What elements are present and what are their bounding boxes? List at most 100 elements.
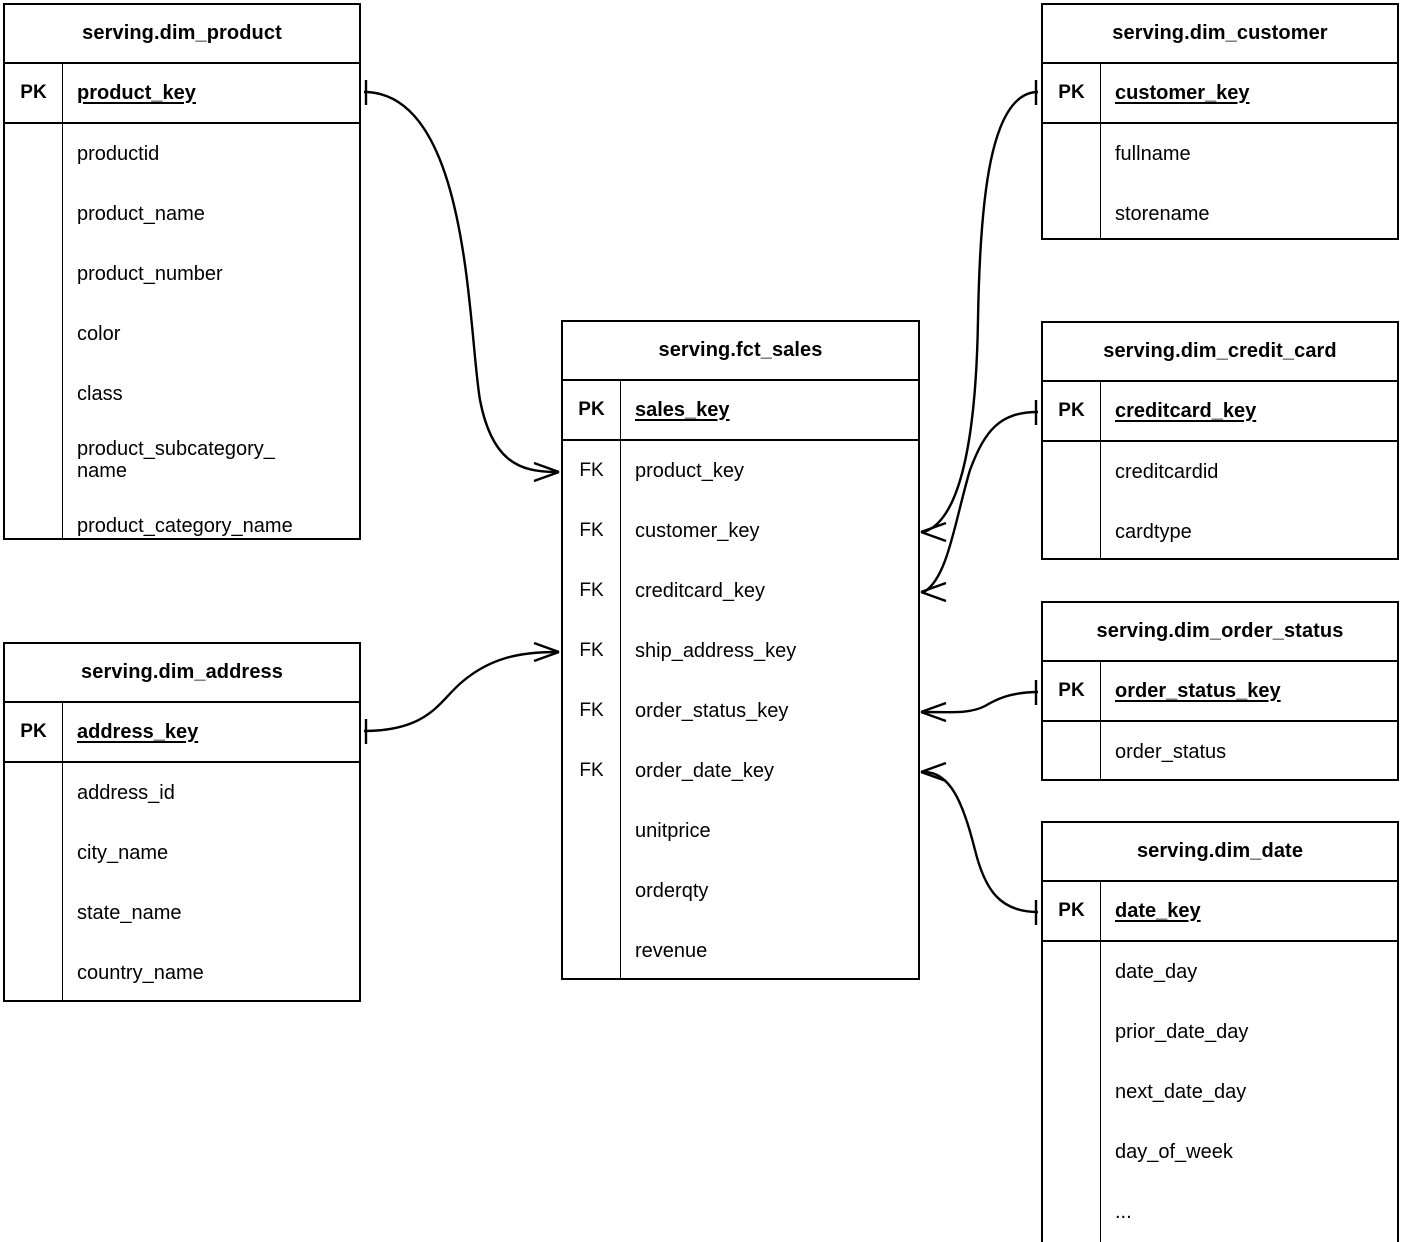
- pk-badge-dim-product: PK: [5, 64, 63, 122]
- attr-name: unitprice: [635, 819, 711, 842]
- attr-name: class: [77, 382, 123, 405]
- attr-name: country_name: [77, 961, 204, 984]
- entity-title-dim-order-status: serving.dim_order_status: [1043, 603, 1397, 662]
- entity-dim-order-status[interactable]: serving.dim_order_status PK order_status…: [1041, 601, 1399, 781]
- pk-field-dim-order-status: order_status_key: [1101, 662, 1397, 720]
- attr-name: product_subcategory_ name: [77, 437, 275, 482]
- pk-row-fct-sales: PK sales_key: [563, 381, 918, 441]
- attr-name: prior_date_day: [1115, 1020, 1249, 1043]
- pk-field-dim-address: address_key: [63, 703, 359, 761]
- attr-name: color: [77, 322, 121, 345]
- pk-field-dim-credit-card: creditcard_key: [1101, 382, 1397, 440]
- attr-name: storename: [1115, 202, 1210, 225]
- attr-key: [563, 801, 620, 861]
- pk-row-dim-date: PK date_key: [1043, 882, 1397, 942]
- attribute-body-dim-date: date_day prior_date_day next_date_day da…: [1043, 942, 1397, 1242]
- key-column-dim-product: [5, 124, 63, 538]
- relationship-address-sales: [363, 641, 560, 744]
- key-column-fct-sales: FK FK FK FK FK FK: [563, 441, 621, 978]
- pk-field-fct-sales: sales_key: [621, 381, 918, 439]
- entity-dim-product[interactable]: serving.dim_product PK product_key produ…: [3, 3, 361, 540]
- attr-name: revenue: [635, 939, 708, 962]
- attribute-body-dim-product: productid product_name product_number co…: [5, 124, 359, 538]
- entity-title-dim-product: serving.dim_product: [5, 5, 359, 64]
- attr-name: productid: [77, 142, 160, 165]
- attr-key-fk: FK: [579, 460, 604, 482]
- attr-key: [1043, 1002, 1100, 1062]
- attribute-body-dim-order-status: order_status: [1043, 722, 1397, 779]
- pk-row-dim-product: PK product_key: [5, 64, 359, 124]
- attribute-body-dim-credit-card: creditcardid cardtype: [1043, 442, 1397, 558]
- pk-field-dim-customer: customer_key: [1101, 64, 1397, 122]
- attr-name: customer_key: [635, 519, 760, 542]
- attr-key: [563, 861, 620, 921]
- entity-title-dim-customer: serving.dim_customer: [1043, 5, 1397, 64]
- attr-name: state_name: [77, 901, 182, 924]
- attr-key: [1043, 1062, 1100, 1122]
- attr-name: product_key: [635, 459, 744, 482]
- attr-name: next_date_day: [1115, 1080, 1247, 1103]
- entity-dim-credit-card[interactable]: serving.dim_credit_card PK creditcard_ke…: [1041, 321, 1399, 560]
- attr-key: [5, 244, 62, 304]
- attr-key: [5, 424, 62, 496]
- attr-key: [5, 184, 62, 244]
- name-column-dim-address: address_id city_name state_name country_…: [63, 763, 359, 1000]
- pk-field-dim-product: product_key: [63, 64, 359, 122]
- attr-key: [1043, 442, 1100, 502]
- name-column-dim-product: productid product_name product_number co…: [63, 124, 359, 538]
- attr-key: [1043, 722, 1100, 782]
- attr-key: [563, 921, 620, 981]
- name-column-dim-date: date_day prior_date_day next_date_day da…: [1101, 942, 1397, 1242]
- attr-name: orderqty: [635, 879, 709, 902]
- entity-dim-customer[interactable]: serving.dim_customer PK customer_key ful…: [1041, 3, 1399, 240]
- relationship-order-status-sales: [920, 680, 1039, 723]
- entity-title-dim-credit-card: serving.dim_credit_card: [1043, 323, 1397, 382]
- relationship-product-sales: [363, 80, 560, 483]
- attr-key: [5, 823, 62, 883]
- attr-key: [1043, 1182, 1100, 1242]
- attr-name: day_of_week: [1115, 1140, 1233, 1163]
- attr-key: [5, 364, 62, 424]
- pk-badge-dim-customer: PK: [1043, 64, 1101, 122]
- attr-key: [5, 304, 62, 364]
- entity-dim-date[interactable]: serving.dim_date PK date_key date_day pr…: [1041, 821, 1399, 1242]
- attr-key-fk: FK: [579, 520, 604, 542]
- attribute-body-dim-customer: fullname storename: [1043, 124, 1397, 238]
- attr-key: [1043, 942, 1100, 1002]
- key-column-dim-address: [5, 763, 63, 1000]
- attr-name: ...: [1115, 1200, 1132, 1223]
- attr-name: order_date_key: [635, 759, 774, 782]
- pk-badge-fct-sales: PK: [563, 381, 621, 439]
- relationship-creditcard-sales: [920, 400, 1039, 603]
- attr-name: cardtype: [1115, 520, 1192, 543]
- attr-name: product_name: [77, 202, 205, 225]
- attr-name: order_status: [1115, 740, 1227, 763]
- attr-name: address_id: [77, 781, 175, 804]
- pk-field-dim-date: date_key: [1101, 882, 1397, 940]
- key-column-dim-credit-card: [1043, 442, 1101, 558]
- attr-key: [5, 496, 62, 556]
- attr-name: product_category_name: [77, 514, 293, 537]
- pk-badge-dim-order-status: PK: [1043, 662, 1101, 720]
- pk-badge-dim-address: PK: [5, 703, 63, 761]
- pk-badge-dim-date: PK: [1043, 882, 1101, 940]
- attr-key: [5, 883, 62, 943]
- pk-badge-dim-credit-card: PK: [1043, 382, 1101, 440]
- attr-key-fk: FK: [579, 580, 604, 602]
- attr-name: creditcardid: [1115, 460, 1219, 483]
- attr-name: date_day: [1115, 960, 1198, 983]
- entity-dim-address[interactable]: serving.dim_address PK address_key addre…: [3, 642, 361, 1002]
- relationship-customer-sales: [920, 80, 1039, 543]
- attr-name: fullname: [1115, 142, 1191, 165]
- attr-key: [1043, 502, 1100, 562]
- attr-key: [5, 763, 62, 823]
- pk-row-dim-customer: PK customer_key: [1043, 64, 1397, 124]
- pk-row-dim-address: PK address_key: [5, 703, 359, 763]
- entity-fct-sales[interactable]: serving.fct_sales PK sales_key FK FK FK …: [561, 320, 920, 980]
- attr-name: city_name: [77, 841, 169, 864]
- attr-key-fk: FK: [579, 640, 604, 662]
- pk-row-dim-credit-card: PK creditcard_key: [1043, 382, 1397, 442]
- attr-key: [1043, 184, 1100, 244]
- name-column-dim-credit-card: creditcardid cardtype: [1101, 442, 1397, 558]
